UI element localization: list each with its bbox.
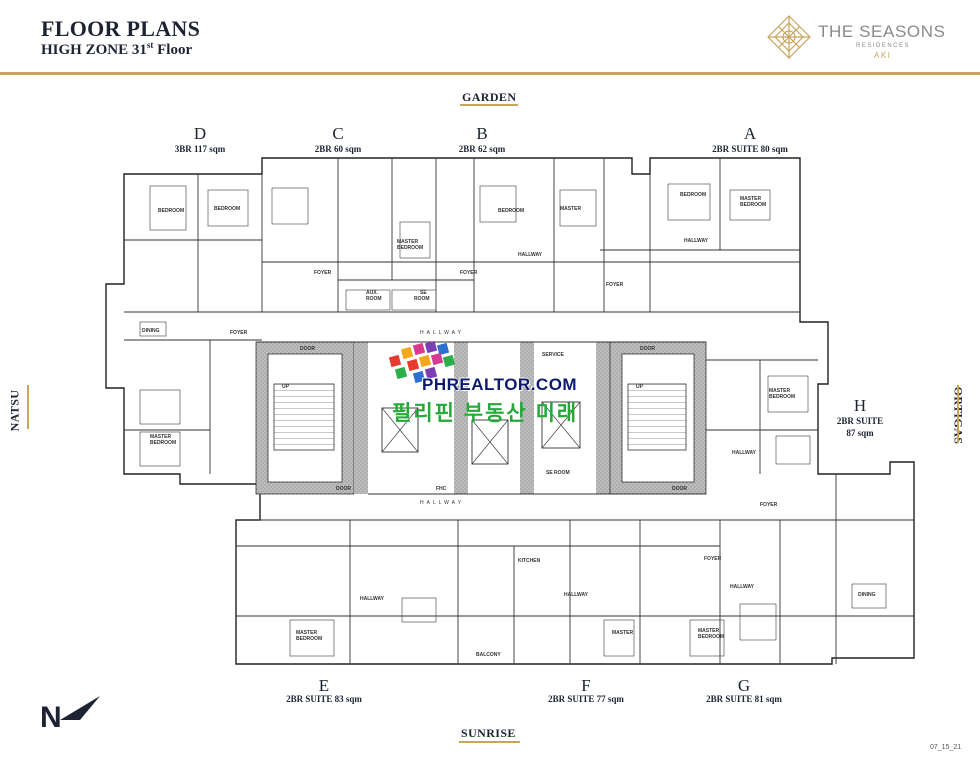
version-code: 07_15_21 — [930, 744, 962, 751]
label-f-hallway: HALLWAY — [564, 592, 589, 598]
label-door2: DOOR — [336, 486, 351, 492]
diamond-lattice-icon — [767, 15, 811, 59]
unit-e-letter: E — [318, 676, 330, 695]
label-fhc: FHC — [436, 486, 447, 492]
unit-f-letter: F — [581, 676, 591, 695]
label-se: SE — [420, 290, 427, 296]
label-h-master: MASTER — [769, 388, 791, 394]
label-aux: AUX. — [366, 290, 379, 296]
direction-bottom-underline — [459, 741, 520, 743]
label-a-hallway: HALLWAY — [684, 238, 709, 244]
label-stair-up-right: UP — [636, 384, 644, 390]
unit-e-desc: 2BR SUITE 83 sqm — [286, 694, 362, 704]
label-hallway-top: HALLWAY — [420, 330, 464, 336]
unit-b-letter: B — [476, 124, 488, 143]
label-aux2: ROOM — [366, 296, 382, 302]
header-divider — [0, 72, 980, 75]
label-d-master: MASTER — [150, 434, 172, 440]
unit-g-letter: G — [737, 676, 751, 695]
watermark-korean: 필리핀 부동산 미래 — [392, 402, 579, 425]
label-g-foyer: FOYER — [704, 556, 722, 562]
label-se2: ROOM — [414, 296, 430, 302]
label-e-master2: BEDROOM — [296, 636, 322, 642]
north-label: N — [40, 701, 62, 734]
label-door3: DOOR — [640, 346, 655, 352]
label-g-dining: DINING — [858, 592, 876, 598]
direction-bottom: SUNRISE — [461, 726, 516, 740]
label-a-bedroom: BEDROOM — [680, 192, 706, 198]
unit-f-desc: 2BR SUITE 77 sqm — [548, 694, 624, 704]
label-c-master2: BEDROOM — [397, 245, 423, 251]
label-core-service: SERVICE — [542, 352, 565, 358]
unit-h-desc: 2BR SUITE — [836, 416, 884, 426]
direction-left-line — [27, 385, 29, 429]
page-subtitle: HIGH ZONE 31st Floor — [41, 40, 193, 58]
label-b-foyer: FOYER — [460, 270, 478, 276]
brand-tower: AKI — [874, 51, 892, 60]
unit-h-letter: H — [853, 396, 867, 415]
label-d-master2: BEDROOM — [150, 440, 176, 446]
unit-h-desc2: 87 sqm — [846, 428, 874, 438]
label-g-master2: BEDROOM — [698, 634, 724, 640]
label-g-master: MASTER — [698, 628, 720, 634]
direction-top-underline — [460, 104, 518, 106]
label-d-dining: DINING — [142, 328, 160, 334]
label-c-foyer: FOYER — [314, 270, 332, 276]
label-a-master: MASTER — [740, 196, 762, 202]
unit-d-letter: D — [193, 124, 207, 143]
label-f-kitchen: KITCHEN — [518, 558, 541, 564]
label-core-se: SE ROOM — [546, 470, 570, 476]
unit-a-letter: A — [743, 124, 757, 143]
unit-a-desc: 2BR SUITE 80 sqm — [712, 144, 788, 154]
direction-top: GARDEN — [462, 90, 517, 104]
unit-c-desc: 2BR 60 sqm — [314, 144, 362, 154]
unit-b-desc: 2BR 62 sqm — [458, 144, 506, 154]
label-door1: DOOR — [300, 346, 315, 352]
label-d-foyer: FOYER — [230, 330, 248, 336]
label-b-bedroom: BEDROOM — [498, 208, 524, 214]
label-d-bedroom: BEDROOM — [158, 208, 184, 214]
label-h-hallway: HALLWAY — [732, 450, 757, 456]
label-f-master: MASTER — [612, 630, 634, 636]
label-a-master2: BEDROOM — [740, 202, 766, 208]
unit-c-letter: C — [332, 124, 344, 143]
brand-sub: RESIDENCES — [856, 43, 911, 49]
direction-right-line — [957, 385, 959, 443]
label-e-master: MASTER — [296, 630, 318, 636]
label-a-foyer: FOYER — [606, 282, 624, 288]
label-hallway-bottom: HALLWAY — [420, 500, 464, 506]
brand-name: THE SEASONS — [818, 22, 946, 41]
watermark-logo-icon — [388, 340, 456, 384]
label-g-hallway: HALLWAY — [730, 584, 755, 590]
label-h-foyer: FOYER — [760, 502, 778, 508]
unit-g-desc: 2BR SUITE 81 sqm — [706, 694, 782, 704]
watermark-text: PHREALTOR.COM — [422, 375, 578, 394]
label-b-master: MASTER — [560, 206, 582, 212]
label-h-master2: BEDROOM — [769, 394, 795, 400]
label-c-master: MASTER — [397, 239, 419, 245]
label-stair-up-left: UP — [282, 384, 290, 390]
label-d-bedroom2: BEDROOM — [214, 206, 240, 212]
unit-d-desc: 3BR 117 sqm — [174, 144, 226, 154]
label-door4: DOOR — [672, 486, 687, 492]
label-b-hallway: HALLWAY — [518, 252, 543, 258]
page-title: FLOOR PLANS — [41, 16, 201, 41]
north-arrow-icon — [60, 696, 100, 720]
label-e-hallway: HALLWAY — [360, 596, 385, 602]
label-f-balcony: BALCONY — [476, 652, 501, 658]
